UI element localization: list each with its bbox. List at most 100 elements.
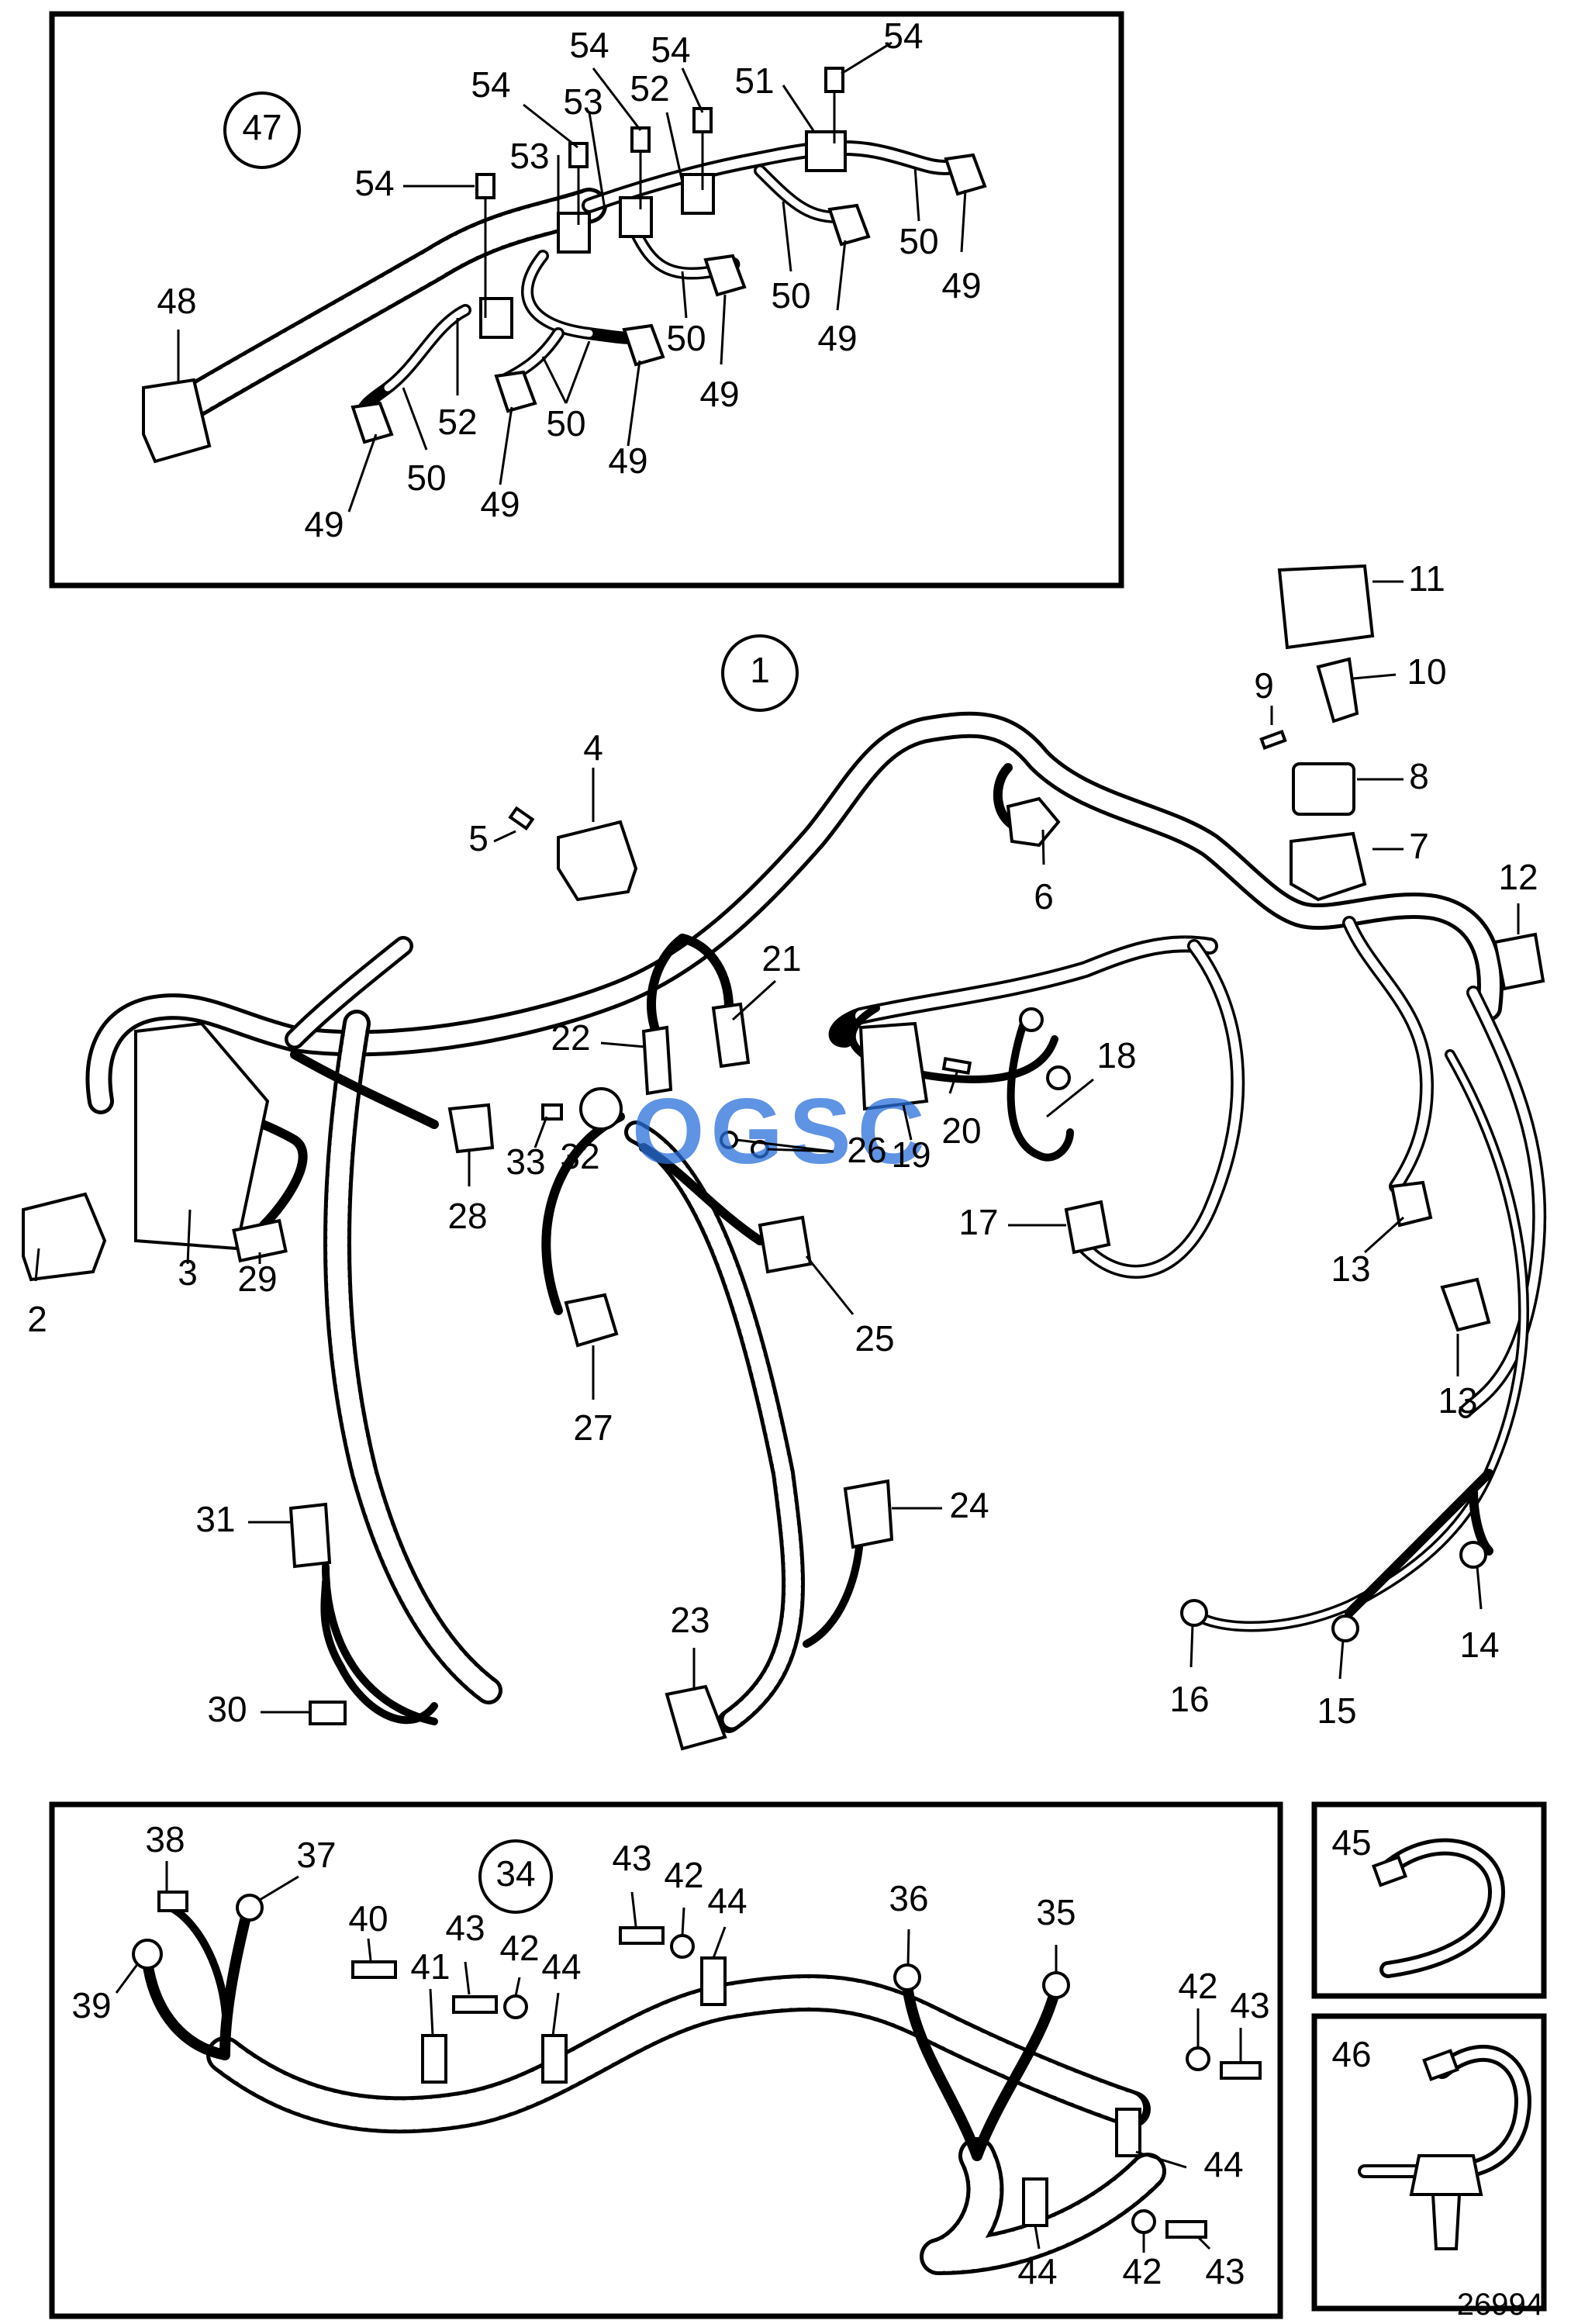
group-label-34: 34 [495, 1853, 535, 1894]
callout-54-c: 54 [569, 25, 609, 65]
callout-44-c: 44 [1203, 2144, 1243, 2184]
inset-47-callouts: 48 54 54 54 54 54 53 53 52 52 51 49 49 4… [157, 16, 981, 544]
callout-3: 3 [178, 1252, 198, 1293]
inset-47-frame [49, 11, 1124, 589]
callout-48: 48 [157, 281, 196, 321]
callout-50-b: 50 [546, 403, 585, 444]
callout-38: 38 [145, 1819, 185, 1860]
terminal-16 [1180, 1599, 1208, 1627]
terminal-18-a [1019, 1007, 1044, 1032]
connector-27 [564, 1293, 619, 1348]
callout-43-b: 43 [612, 1838, 651, 1878]
callout-53-a: 53 [509, 136, 549, 176]
callout-50-d: 50 [771, 275, 810, 316]
connector-22 [641, 1025, 673, 1096]
clamps-41-44 [421, 1956, 1141, 2227]
main-leaders [34, 580, 1520, 1714]
terminal-39 [132, 1939, 163, 1970]
callout-18: 18 [1096, 1035, 1136, 1076]
connector-29 [232, 1218, 288, 1263]
bracket-3 [134, 1021, 270, 1251]
connector-4 [557, 820, 638, 902]
callout-23: 23 [670, 1600, 710, 1640]
inset-47-harness [142, 67, 987, 464]
callout-6: 6 [1034, 876, 1054, 917]
callout-54-a: 54 [354, 163, 394, 203]
relay-base-7 [1290, 831, 1367, 902]
bolts-40-43 [351, 1926, 1262, 2239]
callout-39: 39 [71, 1985, 111, 2025]
connector-19 [858, 1021, 929, 1111]
callout-12: 12 [1498, 857, 1538, 897]
callout-17: 17 [958, 1202, 998, 1242]
callout-54-d: 54 [651, 29, 690, 70]
callout-50-c: 50 [666, 318, 706, 358]
connector-25 [758, 1215, 813, 1274]
terminal-18-b [1046, 1065, 1071, 1090]
callout-41: 41 [410, 1946, 450, 1987]
callout-44-d: 44 [1017, 2251, 1057, 2291]
callout-4: 4 [583, 727, 603, 768]
screw-33 [541, 1103, 563, 1121]
connector-6 [1006, 796, 1061, 848]
callout-43-a: 43 [445, 1908, 485, 1948]
callout-28: 28 [447, 1196, 487, 1236]
connector-17 [1064, 1200, 1111, 1255]
callout-54-b: 54 [471, 64, 510, 105]
callout-2: 2 [27, 1299, 47, 1339]
tie-head-45 [1372, 1855, 1407, 1887]
connector-2 [22, 1192, 107, 1282]
callout-50-a: 50 [406, 458, 446, 498]
connector-38 [157, 1891, 188, 1912]
callout-21: 21 [761, 938, 801, 979]
inset-34: 34 [49, 1801, 1283, 2319]
terminal-36 [893, 1963, 921, 1991]
callout-5: 5 [468, 818, 489, 858]
callout-36: 36 [889, 1878, 928, 1918]
grommet-32 [579, 1087, 623, 1131]
callout-42-c: 42 [1178, 1966, 1217, 2006]
callout-35: 35 [1036, 1892, 1076, 1932]
inset-45: 45 [1311, 1801, 1547, 1999]
callout-49-f: 49 [941, 265, 981, 306]
inset-46-frame [1311, 2013, 1547, 2312]
callout-11: 11 [1408, 558, 1445, 599]
callout-27: 27 [573, 1407, 613, 1448]
callout-51: 51 [734, 60, 774, 101]
connector-13-a [1390, 1180, 1433, 1228]
inset-45-frame [1311, 1801, 1547, 1999]
callout-49-b: 49 [480, 484, 520, 524]
connector-28 [447, 1103, 495, 1154]
callout-16: 16 [1169, 1679, 1209, 1719]
bracket-10 [1316, 657, 1359, 723]
inset-34-callouts: 38 37 39 40 41 43 42 44 43 42 44 36 35 4… [71, 1819, 1269, 2291]
figure-number: 26994 [1457, 2288, 1543, 2322]
callout-37: 37 [296, 1835, 336, 1875]
callout-42-b: 42 [664, 1855, 703, 1895]
callout-25: 25 [855, 1318, 894, 1359]
inset-46: 46 [1311, 2013, 1547, 2312]
relay-8 [1292, 762, 1355, 816]
terminal-15 [1331, 1614, 1359, 1642]
inset-34-frame [49, 1801, 1283, 2319]
callout-33: 33 [506, 1141, 545, 1182]
inset-47-leaders [177, 41, 967, 513]
callout-52-b: 52 [437, 402, 477, 442]
callout-24: 24 [949, 1485, 989, 1525]
main-harness: 1 [22, 564, 1547, 1751]
inset-47: 47 48 [49, 11, 1124, 589]
main-callouts: 2 3 4 5 6 7 8 9 10 11 12 13 13 14 15 16 … [27, 558, 1538, 1731]
callout-53-b: 53 [563, 81, 603, 122]
connector-31 [288, 1502, 332, 1569]
inset-34-leaders [115, 1861, 1242, 2253]
callout-42-d: 42 [1122, 2251, 1162, 2291]
terminal-37 [236, 1894, 264, 1922]
callout-32: 32 [560, 1136, 599, 1176]
callout-49-a: 49 [304, 504, 344, 544]
callout-42-a: 42 [499, 1928, 539, 1968]
bolts-54 [475, 67, 844, 318]
callout-54-e: 54 [883, 16, 923, 56]
callout-10: 10 [1407, 651, 1446, 692]
callout-52-a: 52 [630, 68, 669, 109]
